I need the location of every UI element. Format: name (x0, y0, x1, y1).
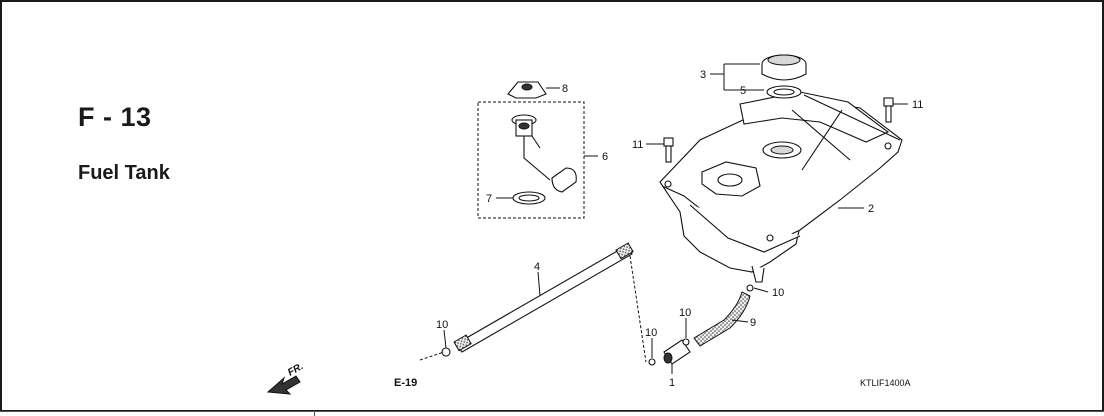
callout-10-right: 10 (772, 287, 784, 299)
cap-gasket (766, 85, 802, 99)
callout-5: 5 (740, 85, 746, 97)
pump-assembly-box (477, 101, 585, 219)
fuel-filter (648, 339, 691, 366)
callout-10-mid: 10 (679, 307, 691, 319)
drawing-code: KTLIF1400A (860, 378, 911, 388)
bottom-rule (0, 411, 1104, 412)
pump-nut (507, 81, 547, 99)
pump-gasket (512, 191, 546, 205)
fuel-tank (659, 91, 903, 283)
callout-11-right: 11 (912, 99, 923, 111)
bolt-right (883, 97, 894, 123)
fuel-cap (761, 54, 807, 81)
callout-3: 3 (700, 69, 706, 81)
callout-11-left: 11 (632, 139, 643, 151)
front-direction-label: FR. (286, 361, 305, 379)
callout-10-midleft: 10 (645, 327, 657, 339)
bottom-tick (314, 411, 315, 416)
callout-7: 7 (486, 193, 492, 205)
callout-8: 8 (562, 83, 568, 95)
section-title: Fuel Tank (78, 162, 170, 184)
callout-9: 9 (750, 317, 756, 329)
fuel-pump (511, 114, 577, 193)
leader-lines (419, 63, 908, 374)
long-tube (441, 242, 634, 357)
callout-1: 1 (669, 377, 675, 389)
bolt-left (663, 137, 674, 163)
callout-4: 4 (534, 261, 540, 273)
callout-6: 6 (602, 151, 608, 163)
callout-10-left: 10 (436, 319, 448, 331)
callout-2: 2 (868, 203, 874, 215)
reference-e19: E-19 (394, 377, 417, 389)
fuel-hose (682, 284, 754, 347)
section-code: F - 13 (78, 102, 152, 132)
front-direction-icon (266, 375, 301, 395)
